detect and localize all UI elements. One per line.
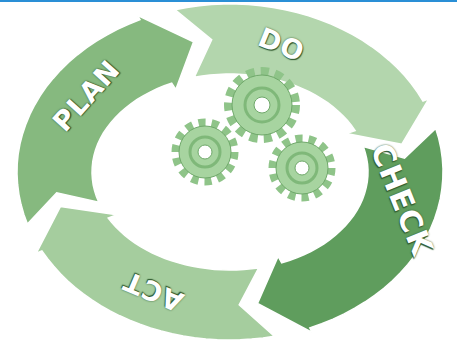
cycle-arrow bbox=[258, 129, 444, 333]
top-rule bbox=[0, 0, 457, 2]
cycle-arrow bbox=[36, 206, 274, 340]
gear bbox=[273, 139, 331, 197]
cycle-ring bbox=[17, 4, 443, 340]
gear bbox=[229, 72, 295, 138]
gear bbox=[176, 123, 234, 181]
cycle-arrow bbox=[17, 15, 194, 224]
